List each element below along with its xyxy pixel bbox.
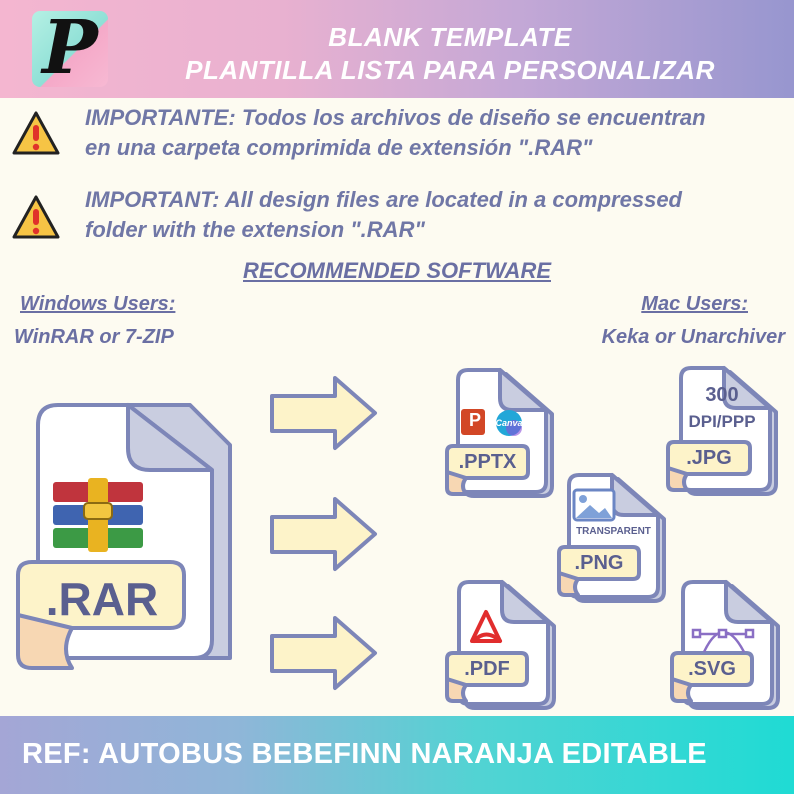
header-title-line2: PLANTILLA LISTA PARA PERSONALIZAR xyxy=(185,55,715,85)
winrar-logo-icon xyxy=(53,478,143,552)
canva-text: Canva xyxy=(495,418,523,428)
arrow-icon xyxy=(270,616,377,690)
arrow-icon xyxy=(270,497,377,571)
logo-letter: P xyxy=(42,11,98,87)
windows-users-value: WinRAR or 7-ZIP xyxy=(14,326,174,348)
jpg-dpi-unit: DPI/PPP xyxy=(688,412,756,431)
notice-spanish: IMPORTANTE: Todos los archivos de diseño… xyxy=(85,103,775,163)
vector-pen-icon xyxy=(691,628,755,653)
notice-spanish-line1: IMPORTANTE: Todos los archivos de diseño… xyxy=(85,105,706,130)
footer-banner: REF: AUTOBUS BEBEFINN NARANJA EDITABLE xyxy=(0,716,794,794)
mac-users-label: Mac Users: xyxy=(641,293,748,315)
powerpoint-icon xyxy=(461,409,485,435)
powerpoint-letter: P xyxy=(468,410,481,430)
notice-spanish-line2: en una carpeta comprimida de extensión "… xyxy=(85,135,593,160)
rar-file-icon xyxy=(16,403,232,670)
jpg-dpi-value: 300 xyxy=(705,384,739,406)
svg-file-icon xyxy=(670,580,780,710)
notice-english-line2: folder with the extension ".RAR" xyxy=(85,217,425,242)
notice-english: IMPORTANT: All design files are located … xyxy=(85,185,775,245)
pptx-file-label: .PPTX xyxy=(458,451,517,473)
pdf-file-label: .PDF xyxy=(464,658,510,680)
arrow-icon xyxy=(270,376,377,450)
pdf-file-icon xyxy=(445,580,556,710)
image-icon xyxy=(572,488,616,522)
jpg-file-icon xyxy=(666,366,778,496)
canva-icon xyxy=(496,410,522,436)
mac-users-value: Keka or Unarchiver xyxy=(601,326,785,348)
png-transparent-label: TRANSPARENT xyxy=(576,526,651,537)
recommended-software-title: RECOMMENDED SOFTWARE xyxy=(243,258,551,283)
svg-file-label: .SVG xyxy=(688,658,736,680)
jpg-file-label: .JPG xyxy=(686,447,732,469)
header-title-line1: BLANK TEMPLATE xyxy=(328,22,572,52)
rar-file-label: .RAR xyxy=(45,573,159,625)
png-file-label: .PNG xyxy=(574,552,624,574)
notice-english-line1: IMPORTANT: All design files are located … xyxy=(85,187,682,212)
warning-icon xyxy=(12,111,60,155)
brand-logo: P xyxy=(32,11,108,87)
acrobat-icon xyxy=(470,610,502,643)
warning-icon xyxy=(12,195,60,239)
header-banner: P BLANK TEMPLATE PLANTILLA LISTA PARA PE… xyxy=(0,0,794,98)
windows-users-label: Windows Users: xyxy=(20,293,176,315)
footer-reference: REF: AUTOBUS BEBEFINN NARANJA EDITABLE xyxy=(22,738,707,770)
